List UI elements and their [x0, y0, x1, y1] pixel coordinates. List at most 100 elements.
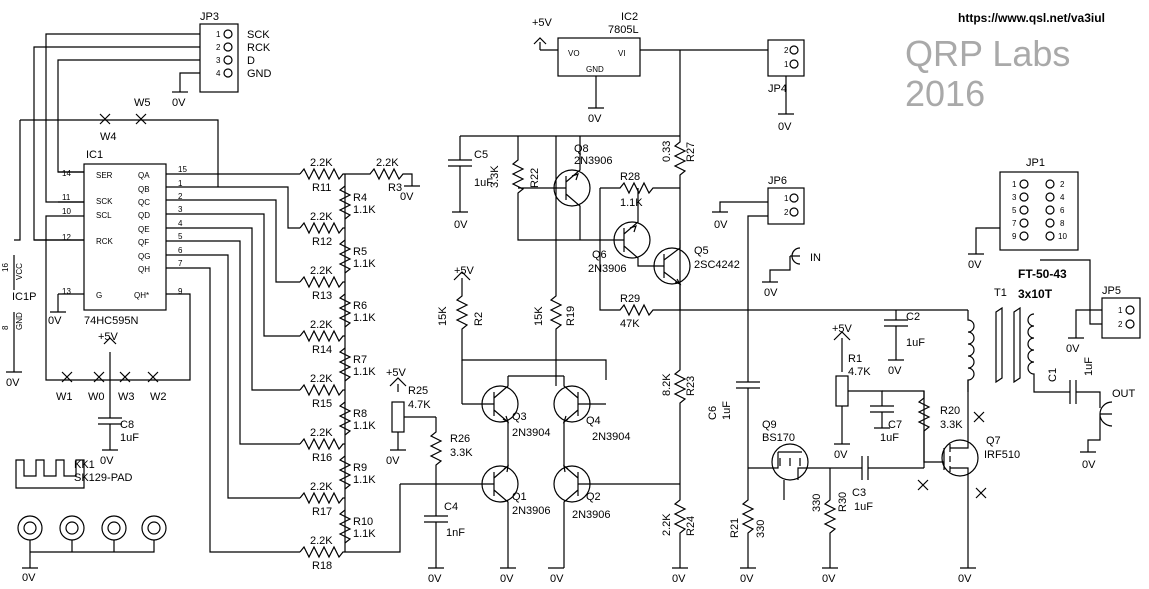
- svg-text:R27: R27: [685, 142, 697, 162]
- svg-text:8: 8: [1060, 219, 1065, 228]
- ic1-ref: IC1: [86, 149, 103, 161]
- svg-text:R7: R7: [353, 354, 367, 366]
- svg-text:0V: 0V: [714, 219, 728, 231]
- jp3-connector: JP3 12 34 SCK RCK D GND: [199, 11, 272, 93]
- jp3-pin-sck: SCK: [247, 29, 270, 41]
- svg-text:8.2K: 8.2K: [661, 373, 673, 396]
- svg-text:1uF: 1uF: [1083, 357, 1095, 376]
- svg-text:C7: C7: [888, 419, 902, 431]
- svg-text:14: 14: [62, 169, 71, 178]
- svg-text:4.7K: 4.7K: [848, 366, 871, 378]
- mounting-hole: [17, 515, 43, 541]
- svg-text:R29: R29: [620, 293, 640, 305]
- svg-text:R1: R1: [848, 353, 862, 365]
- svg-text:4: 4: [178, 219, 183, 228]
- svg-text:1.1K: 1.1K: [353, 528, 376, 540]
- svg-text:SCL: SCL: [96, 211, 112, 220]
- resistor-ladder: 2.2K R11 2.2K R12 2.2K R13 2.2K R14 2.2K…: [299, 157, 345, 572]
- svg-text:1.1K: 1.1K: [353, 474, 376, 486]
- svg-text:4: 4: [216, 69, 221, 78]
- svg-text:C5: C5: [474, 149, 488, 161]
- w5-label: W5: [134, 97, 151, 109]
- svg-text:SER: SER: [96, 171, 113, 180]
- svg-text:0V: 0V: [6, 377, 20, 389]
- svg-text:2: 2: [784, 208, 789, 217]
- svg-text:+5V: +5V: [832, 323, 853, 335]
- svg-text:1: 1: [216, 30, 221, 39]
- transistor-q1: Q1 2N3906 0V: [400, 460, 551, 585]
- svg-text:VI: VI: [618, 49, 626, 58]
- svg-text:T1: T1: [994, 287, 1007, 299]
- svg-text:1uF: 1uF: [474, 177, 493, 189]
- ic1-part: 74HC595N: [84, 315, 138, 327]
- svg-text:Q2: Q2: [586, 491, 601, 503]
- svg-text:R5: R5: [353, 246, 367, 258]
- transistor-q2: Q2 2N3906 0V: [548, 460, 680, 585]
- svg-text:C2: C2: [906, 311, 920, 323]
- wire-w1-marker: [61, 371, 73, 383]
- svg-text:5: 5: [178, 232, 183, 241]
- svg-text:1uF: 1uF: [120, 432, 139, 444]
- svg-text:IN: IN: [810, 252, 821, 264]
- mosfet-q9: Q9 BS170: [748, 419, 830, 500]
- wire-w5-marker: [135, 113, 147, 125]
- svg-text:0V: 0V: [968, 259, 982, 271]
- svg-text:2N3904: 2N3904: [592, 431, 631, 443]
- svg-text:1uF: 1uF: [880, 432, 899, 444]
- svg-text:R4: R4: [353, 192, 367, 204]
- svg-text:2: 2: [1060, 180, 1065, 189]
- svg-text:R8: R8: [353, 408, 367, 420]
- svg-text:7: 7: [178, 259, 183, 268]
- svg-text:0V: 0V: [778, 121, 792, 133]
- svg-text:1: 1: [1012, 180, 1017, 189]
- svg-text:2: 2: [784, 46, 789, 55]
- svg-text:2.2K: 2.2K: [310, 427, 333, 439]
- svg-text:+5V: +5V: [98, 331, 119, 343]
- potentiometer-r25: +5V R25 4.7K 0V: [386, 367, 436, 467]
- mounting-hole: [141, 515, 167, 541]
- jp3-pin-d: D: [247, 55, 255, 67]
- svg-text:0V: 0V: [428, 573, 442, 585]
- heatsink-kk1: KK1 SK129-PAD 0V: [15, 459, 167, 584]
- transistor-q3: Q3 2N3904: [462, 376, 551, 460]
- wire-w3-marker: [119, 371, 131, 383]
- brand-title: QRP Labs: [905, 33, 1070, 74]
- jp3-pin-gnd: GND: [247, 68, 272, 80]
- svg-text:2SC4242: 2SC4242: [694, 259, 740, 271]
- svg-text:3: 3: [1012, 193, 1017, 202]
- svg-text:0V: 0V: [958, 573, 972, 585]
- svg-text:0V: 0V: [454, 219, 468, 231]
- jp5-connector: JP5 12 0V: [1040, 259, 1141, 355]
- svg-text:0V: 0V: [550, 573, 564, 585]
- svg-text:330: 330: [811, 494, 823, 512]
- brand-year: 2016: [905, 73, 985, 114]
- svg-text:RCK: RCK: [96, 237, 114, 246]
- svg-text:Q9: Q9: [762, 419, 777, 431]
- svg-text:47K: 47K: [620, 318, 640, 330]
- svg-text:IC2: IC2: [621, 11, 638, 23]
- svg-text:1.1K: 1.1K: [353, 258, 376, 270]
- svg-text:R19: R19: [565, 306, 577, 326]
- jp4-connector: 21 JP4 0V: [767, 39, 805, 133]
- website-url: https://www.qsl.net/va3iul: [958, 11, 1105, 25]
- transistor-q8: Q8 2N3906: [518, 136, 613, 212]
- svg-text:10: 10: [62, 207, 71, 216]
- svg-text:15K: 15K: [533, 306, 545, 326]
- svg-text:R24: R24: [685, 516, 697, 536]
- svg-text:KK1: KK1: [74, 459, 95, 471]
- svg-text:QB: QB: [138, 185, 150, 194]
- svg-text:R20: R20: [940, 405, 960, 417]
- svg-text:QD: QD: [138, 211, 150, 220]
- svg-text:VCC: VCC: [15, 263, 24, 280]
- ladder-feed-wires: [166, 173, 300, 553]
- svg-text:4: 4: [1060, 193, 1065, 202]
- svg-text:1.1K: 1.1K: [353, 420, 376, 432]
- svg-text:+5V: +5V: [532, 17, 553, 29]
- svg-text:Q4: Q4: [586, 415, 601, 427]
- svg-text:1uF: 1uF: [854, 501, 873, 513]
- svg-text:2N3906: 2N3906: [574, 155, 613, 167]
- svg-text:3.3K: 3.3K: [450, 447, 473, 459]
- svg-text:QA: QA: [138, 171, 150, 180]
- ic1-power-unit: 16 VCC 8 GND IC1P 0V: [1, 255, 36, 389]
- svg-text:R21: R21: [729, 518, 741, 538]
